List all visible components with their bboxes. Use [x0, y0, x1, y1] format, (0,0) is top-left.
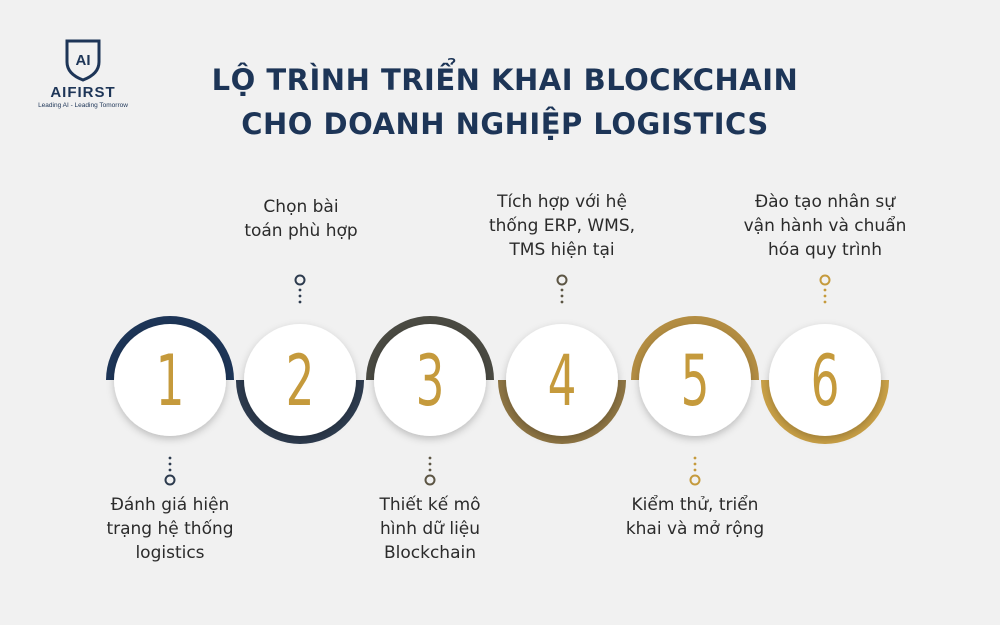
- connector-dot: [693, 462, 697, 466]
- step-number: 6: [811, 341, 840, 422]
- step-label-4: Tích hợp với hệ thống ERP, WMS, TMS hiện…: [488, 192, 636, 260]
- connector-dot: [823, 294, 827, 298]
- step-ring: [761, 380, 889, 444]
- step-circle: [506, 324, 618, 436]
- connector-end: [424, 474, 436, 486]
- connector-dot: [298, 294, 302, 298]
- step-number: 5: [681, 341, 710, 422]
- brand-name: AIFIRST: [50, 84, 116, 101]
- connector-dot: [168, 456, 172, 460]
- step-number: 2: [286, 341, 315, 422]
- step-5: 5: [631, 316, 759, 486]
- title-line-2: CHO DOANH NGHIỆP LOGISTICS: [241, 107, 769, 141]
- connector-dot: [298, 300, 302, 304]
- step-number: 1: [156, 341, 185, 422]
- connector-dot: [693, 456, 697, 460]
- step-ring: [106, 316, 234, 380]
- connector-dot: [168, 468, 172, 472]
- step-2: 2: [236, 274, 364, 444]
- connector-dot: [560, 300, 564, 304]
- connector-end: [164, 474, 176, 486]
- step-ring: [498, 380, 626, 444]
- logo-monogram: AI: [76, 52, 91, 69]
- connector-dot: [428, 462, 432, 466]
- brand-logo: AI AIFIRST Leading AI - Leading Tomorrow: [28, 38, 138, 109]
- connector-end: [294, 274, 306, 286]
- step-circle: [244, 324, 356, 436]
- step-3: 3: [366, 316, 494, 486]
- step-1: 1: [106, 316, 234, 486]
- brand-tagline: Leading AI - Leading Tomorrow: [38, 102, 128, 109]
- connector-dot: [560, 294, 564, 298]
- step-label-5: Kiểm thử, triển khai và mở rộng: [625, 495, 765, 539]
- step-label-2: Chọn bài toán phù hợp: [244, 197, 358, 241]
- step-circle: [374, 324, 486, 436]
- step-circle: [769, 324, 881, 436]
- connector-dot: [168, 462, 172, 466]
- step-label-1: Đánh giá hiện trạng hệ thống logistics: [106, 495, 234, 563]
- connector-end: [819, 274, 831, 286]
- step-ring: [236, 380, 364, 444]
- connector-dot: [428, 468, 432, 472]
- connector-end: [689, 474, 701, 486]
- step-number: 3: [416, 341, 445, 422]
- step-6: 6: [761, 274, 889, 444]
- shield-icon: AI: [65, 39, 101, 82]
- connector-dot: [693, 468, 697, 472]
- step-circle: [114, 324, 226, 436]
- connector-dot: [428, 456, 432, 460]
- connector-dot: [823, 288, 827, 292]
- page-title: LỘ TRÌNH TRIỂN KHAI BLOCKCHAIN CHO DOANH…: [160, 58, 850, 146]
- connector-dot: [823, 300, 827, 304]
- step-4: 4: [498, 274, 626, 444]
- step-ring: [366, 316, 494, 380]
- connector-end: [556, 274, 568, 286]
- step-circle: [639, 324, 751, 436]
- connector-dot: [560, 288, 564, 292]
- step-label-3: Thiết kế mô hình dữ liệu Blockchain: [379, 495, 481, 563]
- step-label-6: Đào tạo nhân sự vận hành và chuẩn hóa qu…: [743, 192, 907, 260]
- step-ring: [631, 316, 759, 380]
- title-line-1: LỘ TRÌNH TRIỂN KHAI BLOCKCHAIN: [211, 63, 799, 97]
- connector-dot: [298, 288, 302, 292]
- step-number: 4: [548, 341, 577, 422]
